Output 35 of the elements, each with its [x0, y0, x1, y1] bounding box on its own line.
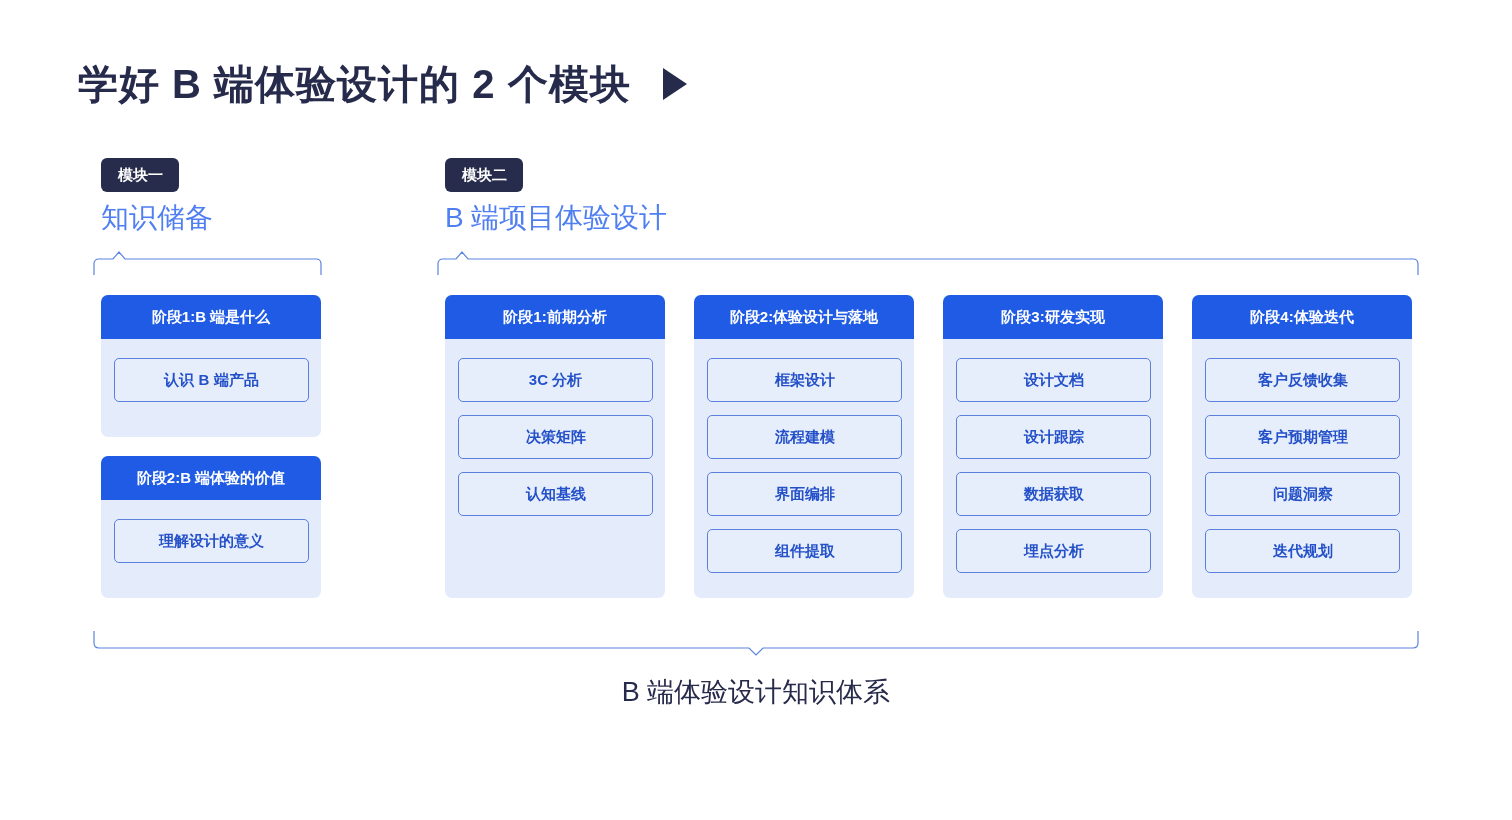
topic-item: 客户预期管理 [1205, 415, 1400, 459]
topic-item: 3C 分析 [458, 358, 653, 402]
topic-item: 组件提取 [707, 529, 902, 573]
caption: B 端体验设计知识体系 [621, 676, 891, 709]
topic-item: 客户反馈收集 [1205, 358, 1400, 402]
topic-item: 设计文档 [956, 358, 1151, 402]
module-heading: 知识储备 [101, 201, 213, 235]
stage-header: 阶段2:体验设计与落地 [694, 295, 914, 339]
page-title: 学好 B 端体验设计的 2 个模块 [78, 61, 631, 108]
module-tag: 模块二 [445, 158, 523, 192]
topic-item: 数据获取 [956, 472, 1151, 516]
topic-item: 认知基线 [458, 472, 653, 516]
topic-item: 流程建模 [707, 415, 902, 459]
topic-item: 框架设计 [707, 358, 902, 402]
stage-header: 阶段3:研发实现 [943, 295, 1163, 339]
module-heading: B 端项目体验设计 [445, 201, 668, 235]
stage-header: 阶段1:前期分析 [445, 295, 665, 339]
stage-card [694, 295, 914, 598]
stage-card [101, 456, 321, 598]
topic-item: 界面编排 [707, 472, 902, 516]
topic-item: 理解设计的意义 [114, 519, 309, 563]
stage-header: 阶段1:B 端是什么 [101, 295, 321, 339]
topic-item: 认识 B 端产品 [114, 358, 309, 402]
module-tag: 模块一 [101, 158, 179, 192]
stage-header: 阶段4:体验迭代 [1192, 295, 1412, 339]
stage-card [101, 295, 321, 437]
stage-card [445, 295, 665, 598]
topic-item: 问题洞察 [1205, 472, 1400, 516]
stage-header: 阶段2:B 端体验的价值 [101, 456, 321, 500]
topic-item: 设计跟踪 [956, 415, 1151, 459]
topic-item: 决策矩阵 [458, 415, 653, 459]
topic-item: 迭代规划 [1205, 529, 1400, 573]
stage-card [1192, 295, 1412, 598]
topic-item: 埋点分析 [956, 529, 1151, 573]
stage-card [943, 295, 1163, 598]
